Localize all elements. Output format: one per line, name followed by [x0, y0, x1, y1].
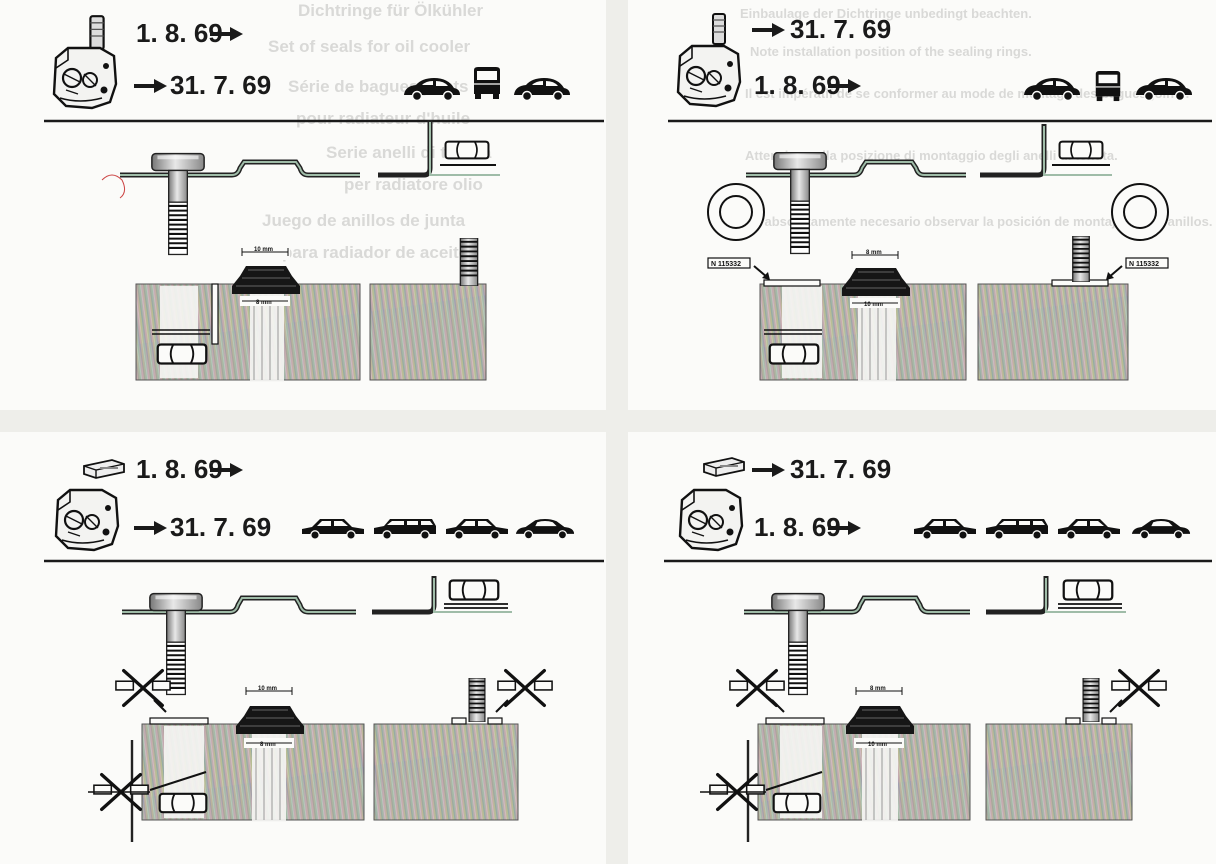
- part-number-label: N 115332: [711, 261, 741, 268]
- hex-nut-icon: [768, 343, 820, 365]
- ghost-line: Einbaulage der Dichtringe unbedingt beac…: [740, 6, 1032, 21]
- valid-until-date: 31. 7. 69: [170, 512, 271, 542]
- stud-icon: [468, 678, 486, 722]
- measure-label: 8 mm: [256, 300, 272, 306]
- measure-label: 10 mm: [864, 302, 883, 308]
- ghost-line: Dichtringe für Ölkühler: [298, 1, 484, 20]
- panel-bottom-right: 31. 7. 69 1. 8. 69: [664, 454, 1212, 842]
- hex-nut-icon: [444, 140, 490, 160]
- measure-label-box: [850, 250, 900, 262]
- part-number-tag: [707, 257, 751, 269]
- stud-icon: [1082, 678, 1100, 722]
- ghost-line: Set of seals for oil cooler: [268, 37, 471, 56]
- panel-top-right: 31. 7. 69 1. 8. 69 N 115332: [668, 12, 1212, 382]
- part-number-label: N 115332: [1129, 261, 1159, 268]
- pen-mark: [101, 174, 126, 199]
- valid-from-date: 1. 8. 69: [136, 454, 223, 484]
- ghost-line: para radiador de aceite: [282, 243, 468, 262]
- bleed-through-text-right: Einbaulage der Dichtringe unbedingt beac…: [740, 6, 1212, 229]
- measure-label-box: [244, 686, 294, 698]
- panel-top-left: 1. 8. 69 31. 7. 69 10 mm 8 mm: [44, 15, 604, 382]
- gasket: [763, 279, 821, 287]
- ghost-line: pour radiateur d'huile: [296, 109, 470, 128]
- measure-label-box: [240, 246, 290, 260]
- valid-until-date: 31. 7. 69: [790, 14, 891, 44]
- pointer-arrow: [495, 699, 509, 713]
- hex-nut-icon: [448, 579, 500, 601]
- ghost-line: Es absolutamente necesario observar la p…: [745, 214, 1212, 229]
- pointer-arrow: [153, 699, 167, 713]
- hex-nut-icon: [772, 792, 822, 814]
- oil-cooler-icon: [676, 44, 742, 108]
- cover-plate-highlight: [120, 161, 360, 176]
- stud-icon: [459, 238, 479, 286]
- valid-from-date: 1. 8. 69: [754, 70, 841, 100]
- measure-label: 8 mm: [870, 686, 886, 692]
- ghost-line: Attenzione alla posizione di montaggio d…: [745, 148, 1118, 163]
- pointer-arrow: [765, 771, 823, 791]
- measure-label-box: [854, 686, 904, 698]
- gasket: [149, 717, 209, 725]
- valid-until-date: 31. 7. 69: [170, 70, 271, 100]
- valid-until-date: 31. 7. 69: [790, 454, 891, 484]
- measure-label: 8 mm: [260, 742, 276, 748]
- pointer-arrow: [149, 771, 207, 791]
- measure-label: 10 mm: [258, 686, 277, 692]
- measure-label: 8 mm: [866, 250, 882, 256]
- housing-block: [374, 724, 518, 820]
- ghost-line: per radiatore olio: [344, 175, 483, 194]
- valid-from-date: 1. 8. 69: [754, 512, 841, 542]
- hex-nut-icon: [1058, 140, 1104, 160]
- ghost-line: Juego de anillos de junta: [262, 211, 466, 230]
- pointer-arrow: [771, 699, 785, 713]
- measure-label: 10 mm: [254, 247, 273, 253]
- oil-cooler-icon: [52, 46, 118, 110]
- housing-block: [370, 284, 486, 380]
- valid-from-date: 1. 8. 69: [136, 18, 223, 48]
- part-number-tag: [1125, 257, 1169, 269]
- hex-nut-icon: [156, 343, 208, 365]
- ghost-line: Il est impératif de se conformer au mode…: [745, 86, 1189, 101]
- hex-nut-icon: [1062, 579, 1114, 601]
- stud-icon: [1071, 236, 1091, 282]
- cover-plate-highlight: [429, 122, 500, 176]
- measure-label: 10 mm: [868, 742, 887, 748]
- gasket: [765, 717, 825, 725]
- housing-block: [978, 284, 1128, 380]
- housing-block: [986, 724, 1132, 820]
- pointer-arrow: [1109, 699, 1123, 713]
- oil-cooler-icon: [678, 488, 744, 552]
- ghost-line: Note installation position of the sealin…: [750, 44, 1032, 59]
- panel-bottom-left: 1. 8. 69 31. 7. 69: [44, 454, 604, 842]
- hex-nut-icon: [158, 792, 208, 814]
- oil-cooler-icon: [54, 488, 120, 552]
